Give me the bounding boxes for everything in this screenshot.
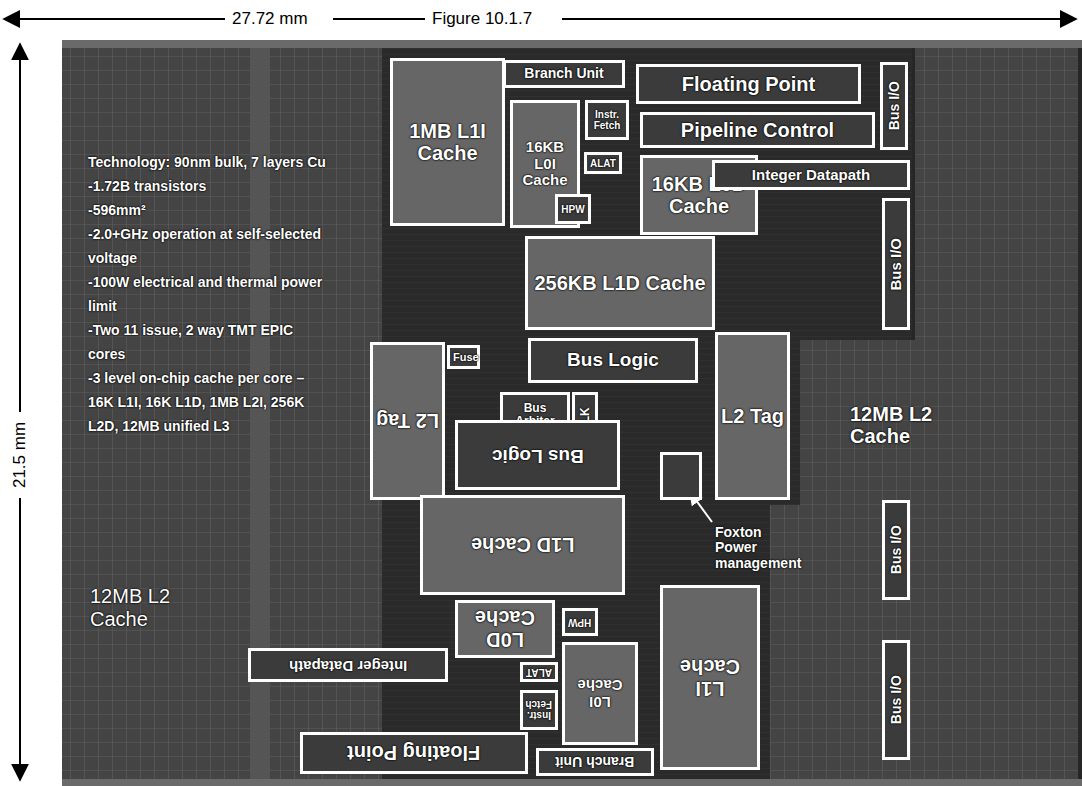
- logic-block: Fuse: [447, 345, 480, 369]
- block-label: L0D Cache: [461, 607, 549, 651]
- cache-region: 12MB L2 CacheBus I/OBus I/O: [770, 48, 1078, 782]
- block-label: L1I Cache: [666, 656, 754, 700]
- block-label: L2 Tag: [376, 410, 439, 432]
- dimension-label: 21.5 mm: [10, 422, 30, 488]
- block-label: Bus Logic: [567, 350, 659, 371]
- block-label: Floating Point: [682, 73, 815, 95]
- power-block: Foxton Power management: [660, 452, 702, 500]
- io-block: Bus I/O: [882, 640, 910, 760]
- logic-block: Bus Logic: [528, 338, 698, 383]
- figure-caption: Figure 10.1.7: [432, 9, 532, 29]
- spec-note: -Two 11 issue, 2 way TMT EPIC cores: [88, 318, 326, 366]
- logic-block: Branch Unit: [503, 60, 625, 88]
- dimension-arrow: [19, 44, 21, 412]
- dimension-line: [333, 18, 425, 20]
- block-label: Branch Unit: [524, 66, 603, 81]
- block-label: Bus I/O: [888, 675, 903, 724]
- tag-block: L2 Tag: [370, 342, 445, 500]
- cache-block: L1D Cache: [420, 495, 625, 595]
- block-label: Branch Unit: [555, 754, 634, 769]
- die-ground: [62, 40, 1082, 786]
- cache-block: 1MB L1I Cache: [390, 58, 505, 226]
- pad-strip: [62, 779, 1082, 786]
- block-label: ALAT: [526, 667, 552, 678]
- block-label: Floating Point: [347, 742, 480, 764]
- io-block: Bus I/O: [882, 198, 910, 330]
- spec-note: -100W electrical and thermal power limit: [88, 270, 326, 318]
- io-block: Bus I/O: [880, 62, 908, 150]
- dimension-arrow: [562, 18, 1076, 20]
- logic-block: Instr. Fetch: [520, 690, 558, 730]
- region-label: 12MB L2 Cache: [90, 585, 220, 631]
- block-label: Instr. Fetch: [591, 109, 623, 131]
- block-label: Pipeline Control: [681, 119, 834, 141]
- block-label: L1D Cache: [471, 534, 574, 556]
- block-label: L2 Tag: [721, 405, 784, 427]
- block-label: ALAT: [590, 158, 616, 169]
- block-label: 1MB L1I Cache: [396, 120, 499, 164]
- io-block: Bus I/O: [882, 500, 910, 600]
- spec-note: -596mm²: [88, 198, 326, 222]
- cache-array: [770, 48, 1078, 779]
- cache-block: L0I Cache: [562, 642, 638, 745]
- logic-block: Integer Datapath: [712, 160, 910, 190]
- logic-block: Integer Datapath: [248, 648, 448, 682]
- spec-note: Technology: 90nm bulk, 7 layers Cu: [88, 150, 326, 174]
- region-border: [772, 50, 886, 217]
- spec-note: -3 level on-chip cache per core – 16K L1…: [88, 366, 326, 438]
- cache-block: L1I Cache: [660, 585, 760, 770]
- dimension-arrow: [4, 18, 225, 20]
- dimension-label: 27.72 mm: [232, 9, 308, 29]
- logic-block: ALAT: [520, 662, 558, 682]
- block-label: L0I Cache: [568, 677, 632, 710]
- block-label: HPW: [561, 204, 584, 215]
- block-label: Fuse: [453, 351, 474, 363]
- block-label: Bus I/O: [888, 238, 905, 291]
- block-label: Foxton Power management: [715, 525, 807, 571]
- block-label: Integer Datapath: [289, 657, 407, 674]
- cache-block: 256KB L1D Cache: [525, 236, 715, 330]
- tag-block: L2 Tag: [715, 332, 790, 500]
- logic-block: Bus Logic: [455, 420, 620, 490]
- logic-block: Floating Point: [300, 732, 528, 774]
- logic-block: Pipeline Control: [640, 112, 875, 148]
- block-label: 16KB L0I Cache: [516, 139, 574, 189]
- spec-note: -2.0+GHz operation at self-selected volt…: [88, 222, 326, 270]
- logic-block: Instr. Fetch: [585, 100, 629, 140]
- dimension-arrow: [19, 498, 21, 780]
- block-label: Instr. Fetch: [526, 699, 552, 721]
- logic-block: Floating Point: [636, 64, 861, 104]
- logic-block: ALAT: [584, 152, 622, 174]
- logic-block: HPW: [562, 608, 598, 636]
- logic-block: HPW: [555, 194, 591, 224]
- spec-note: -1.72B transistors: [88, 174, 326, 198]
- block-label: 12MB L2 Cache: [850, 403, 970, 447]
- block-label: HPW: [568, 617, 591, 628]
- block-label: 256KB L1D Cache: [534, 272, 705, 294]
- block-label: Integer Datapath: [752, 167, 870, 184]
- block-label: Bus I/O: [888, 525, 903, 574]
- pad-strip: [62, 40, 1082, 48]
- region-outline: [770, 48, 885, 216]
- cache-block: L0D Cache: [455, 600, 555, 658]
- spec-notes: Technology: 90nm bulk, 7 layers Cu-1.72B…: [88, 150, 326, 438]
- logic-block: Branch Unit: [536, 748, 654, 776]
- block-label: Bus I/O: [886, 81, 901, 130]
- block-label: Bus Logic: [492, 445, 584, 466]
